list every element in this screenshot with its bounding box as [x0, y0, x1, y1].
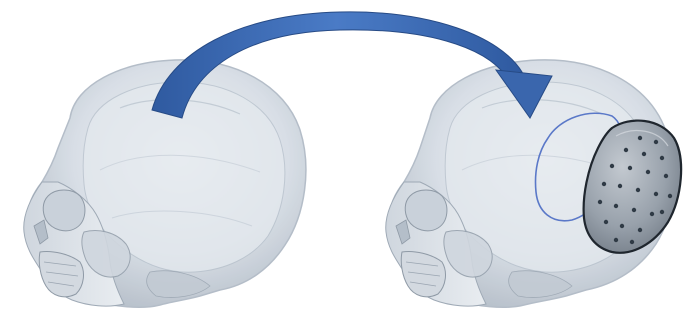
skull-before-orbit	[43, 190, 85, 231]
skull-after-orbit	[405, 190, 447, 231]
